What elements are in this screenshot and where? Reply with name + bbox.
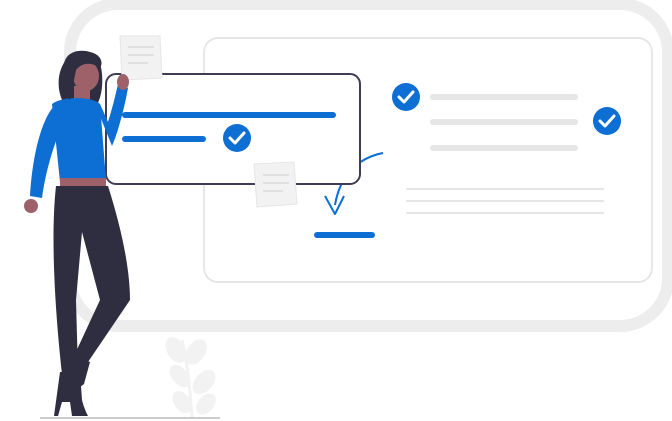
card-line-short <box>122 136 206 142</box>
list-line-3 <box>430 145 578 151</box>
hair-front <box>63 50 102 100</box>
hand-right <box>117 74 129 90</box>
blue-bar <box>314 232 375 238</box>
list-line-4 <box>406 188 604 190</box>
arm-left <box>30 106 64 198</box>
list-check-top <box>392 83 420 111</box>
plant-decoration <box>165 337 216 419</box>
list-line-1 <box>430 94 578 100</box>
hand-left <box>24 199 38 213</box>
list-check-right <box>593 107 621 135</box>
list-line-6 <box>406 212 604 214</box>
woman-figure <box>24 50 130 416</box>
checklist-group <box>392 83 621 214</box>
check-circle-icon <box>228 131 246 145</box>
face <box>73 61 99 91</box>
check-circle-icon <box>598 114 616 128</box>
arrow-head <box>324 195 345 215</box>
card-check <box>223 124 251 152</box>
sticky-note-icon <box>119 35 163 81</box>
sticky-note-icon <box>253 161 298 208</box>
list-line-5 <box>406 200 604 202</box>
sweater <box>52 98 106 182</box>
list-line-2 <box>430 119 578 125</box>
boot-right <box>62 356 90 392</box>
midriff <box>60 178 106 186</box>
check-circle-icon <box>397 90 415 104</box>
arm-right <box>96 84 128 146</box>
card-line-long <box>122 112 336 118</box>
pants <box>53 186 130 374</box>
ground-line <box>40 417 220 419</box>
